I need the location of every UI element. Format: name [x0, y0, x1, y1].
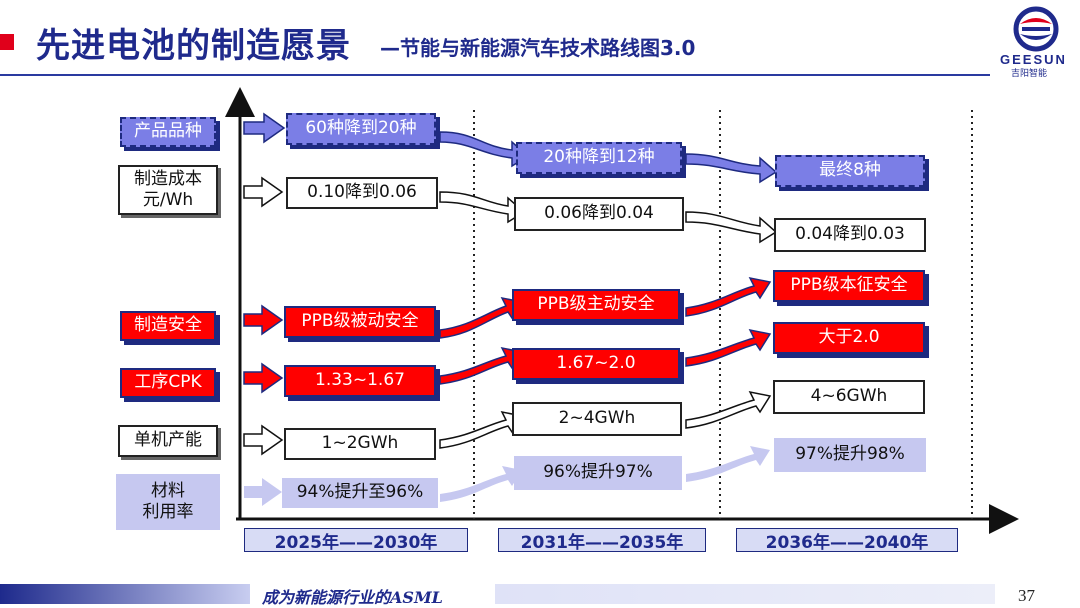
transition-arrows — [439, 131, 778, 502]
product-2035-box: 20种降到12种 — [516, 142, 682, 174]
category-cpk: 工序CPK — [120, 368, 216, 398]
arrow-cost-1 — [439, 191, 526, 224]
safety-2040-box: PPB级本征安全 — [773, 270, 925, 302]
safety-2030-box: PPB级被动安全 — [284, 306, 436, 338]
arrow-material-1 — [440, 466, 522, 502]
arrow-cpk-1 — [439, 346, 524, 385]
safety-2035-box: PPB级主动安全 — [512, 289, 680, 321]
material-2035-box: 96%提升97% — [514, 456, 682, 490]
title-bar: 先进电池的制造愿景 —节能与新能源汽车技术路线图3.0 GEESUN 吉阳智能 — [0, 0, 1080, 80]
cost-2040-box: 0.04降到0.03 — [774, 218, 926, 252]
cpk-2035-box: 1.67~2.0 — [512, 348, 680, 380]
capacity-2030-box: 1~2GWh — [284, 428, 436, 460]
product-2040-box: 最终8种 — [775, 155, 925, 187]
title-marker — [0, 34, 14, 50]
arrow-cpk — [243, 362, 284, 394]
footer-slogan: 成为新能源行业的ASML — [262, 588, 443, 607]
category-arrows — [243, 112, 286, 506]
page-subtitle: —节能与新能源汽车技术路线图3.0 — [380, 36, 696, 60]
material-2030-box: 94%提升至96% — [282, 478, 438, 508]
category-product-variety: 产品品种 — [120, 117, 216, 147]
arrow-safety — [243, 304, 284, 336]
period-2025-2030: 2025年——2030年 — [244, 528, 468, 553]
cost-2035-box: 0.06降到0.04 — [514, 197, 684, 231]
capacity-2035-box: 2~4GWh — [512, 402, 682, 436]
geesun-logo-icon — [1013, 6, 1059, 52]
footer-bar-right — [495, 584, 995, 604]
arrow-product — [243, 112, 286, 144]
arrow-safety-2 — [685, 276, 772, 317]
period-2031-2035: 2031年——2035年 — [498, 528, 706, 553]
logo-subtitle: 吉阳智能 — [1011, 69, 1048, 79]
logo-name: GEESUN — [1000, 52, 1067, 67]
arrow-capacity — [243, 424, 284, 456]
arrow-safety-1 — [439, 296, 524, 339]
page-title: 先进电池的制造愿景 — [36, 26, 351, 66]
category-capacity: 单机产能 — [118, 425, 218, 457]
category-cost: 制造成本 元/Wh — [118, 165, 218, 215]
arrow-material-2 — [686, 446, 770, 482]
category-safety: 制造安全 — [120, 311, 216, 341]
arrow-capacity-2 — [685, 390, 772, 429]
arrow-capacity-1 — [439, 410, 524, 449]
arrow-cost-2 — [685, 211, 778, 244]
cpk-2030-box: 1.33~1.67 — [284, 365, 436, 397]
material-2040-box: 97%提升98% — [774, 438, 926, 472]
footer-bar-left — [0, 584, 250, 604]
cost-2030-box: 0.10降到0.06 — [286, 177, 438, 209]
cpk-2040-box: 大于2.0 — [773, 322, 925, 354]
arrow-cpk-2 — [685, 328, 772, 367]
product-2030-box: 60种降到20种 — [286, 113, 436, 145]
period-2036-2040: 2036年——2040年 — [736, 528, 958, 553]
arrow-material — [244, 478, 282, 506]
arrow-cost — [243, 176, 284, 208]
arrow-product-2 — [685, 153, 778, 184]
title-divider — [0, 74, 990, 76]
arrow-product-1 — [439, 131, 530, 168]
page-number: 37 — [1018, 586, 1035, 605]
category-material-utilization: 材料 利用率 — [116, 474, 220, 530]
capacity-2040-box: 4~6GWh — [773, 380, 925, 414]
